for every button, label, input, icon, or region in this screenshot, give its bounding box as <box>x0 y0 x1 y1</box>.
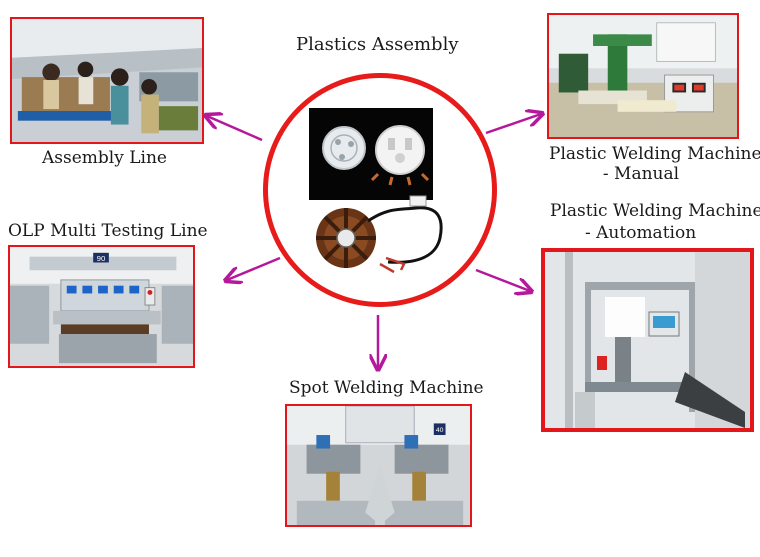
assembly-line-photo <box>10 17 204 144</box>
welding-automation-label-line1: Plastic Welding Machine <box>550 201 760 221</box>
white-connector-housing <box>370 125 430 186</box>
spot-welding-photo: 40 <box>285 404 472 527</box>
welding-automation-label-line2: - Automation <box>585 223 697 243</box>
olp-testing-label: OLP Multi Testing Line <box>8 221 208 241</box>
olp-station-number: 90 <box>97 254 106 263</box>
olp-testing-photo: 90 <box>8 245 195 368</box>
arrow-to-welding-manual <box>485 114 541 135</box>
arrow-to-olp-testing <box>227 256 281 280</box>
welding-manual-label-line1: Plastic Welding Machine <box>549 144 760 164</box>
diagram-title: Plastics Assembly <box>296 34 459 55</box>
welding-manual-photo <box>547 13 739 139</box>
spot-welding-label: Spot Welding Machine <box>289 378 484 398</box>
hub-product-photos <box>309 108 443 274</box>
arrow-to-assembly-line <box>207 116 263 142</box>
hub-circle <box>263 73 497 307</box>
copper-stator-coil <box>316 195 443 274</box>
assembly-line-label: Assembly Line <box>42 148 167 168</box>
spot-station-number: 40 <box>436 427 444 434</box>
welding-automation-photo <box>541 248 754 432</box>
clear-plastic-cap <box>322 126 366 170</box>
welding-manual-label-line2: - Manual <box>602 164 680 184</box>
arrow-to-welding-automation <box>475 268 530 291</box>
